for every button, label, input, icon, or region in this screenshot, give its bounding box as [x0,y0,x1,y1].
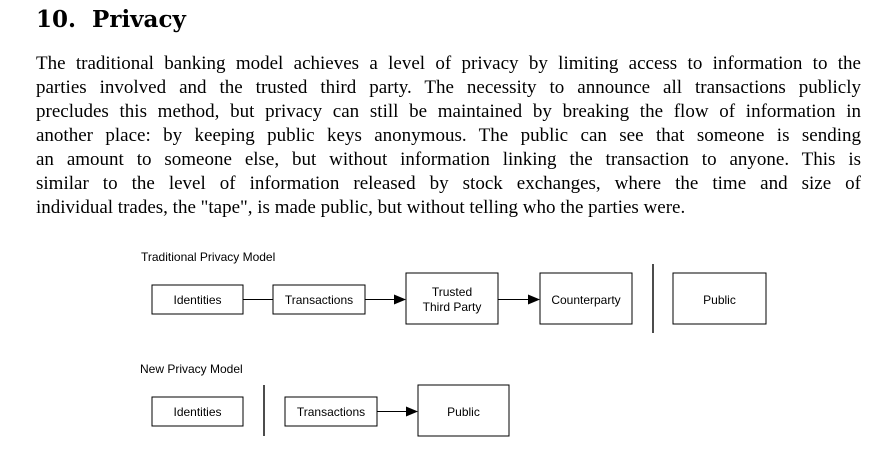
new-arrow-transactions-public-head [406,406,418,417]
paragraph-line: individual trades, the "tape", is made p… [36,197,686,218]
section-number: 10. [36,6,77,33]
traditional-model-label: Traditional Privacy Model [141,250,275,264]
new-public-box [417,384,510,437]
paragraph-line: another place: by keeping public keys an… [36,125,861,146]
paragraph-line: The traditional banking model achieves a… [36,53,861,74]
new-transactions-label: Transactions [297,405,365,419]
paragraph-line: similar to the level of information rele… [36,173,861,194]
traditional-arrow-transactions-trusted-head [394,294,406,305]
paragraph-line: precludes this method, but privacy can s… [36,101,861,122]
traditional-arrow-trusted-counterparty-head [528,294,540,305]
new-identities-label: Identities [173,405,221,419]
traditional-identities-label: Identities [173,293,221,307]
paragraph-line: parties involved and the trusted third p… [36,77,861,98]
traditional-trusted-third-party-box [405,272,499,325]
paragraph-line: an amount to someone else, but without i… [36,149,861,170]
traditional-public-label: Public [703,293,736,307]
traditional-counterparty-label: Counterparty [551,293,620,307]
section-heading: Privacy [92,6,186,33]
traditional-public-box [672,272,767,325]
new-public-label: Public [447,405,480,419]
new-model-label: New Privacy Model [140,362,243,376]
traditional-counterparty-box [539,272,633,325]
traditional-identities-box [151,284,244,315]
traditional-transactions-box [272,284,366,315]
body-paragraph: The traditional banking model achieves a… [36,52,861,220]
new-identities-box [151,396,244,427]
section-title: 10. Privacy [36,4,186,36]
traditional-trusted-label-line1: Trusted [432,285,472,299]
traditional-transactions-label: Transactions [285,293,353,307]
traditional-trusted-label-line2: Third Party [423,300,482,314]
